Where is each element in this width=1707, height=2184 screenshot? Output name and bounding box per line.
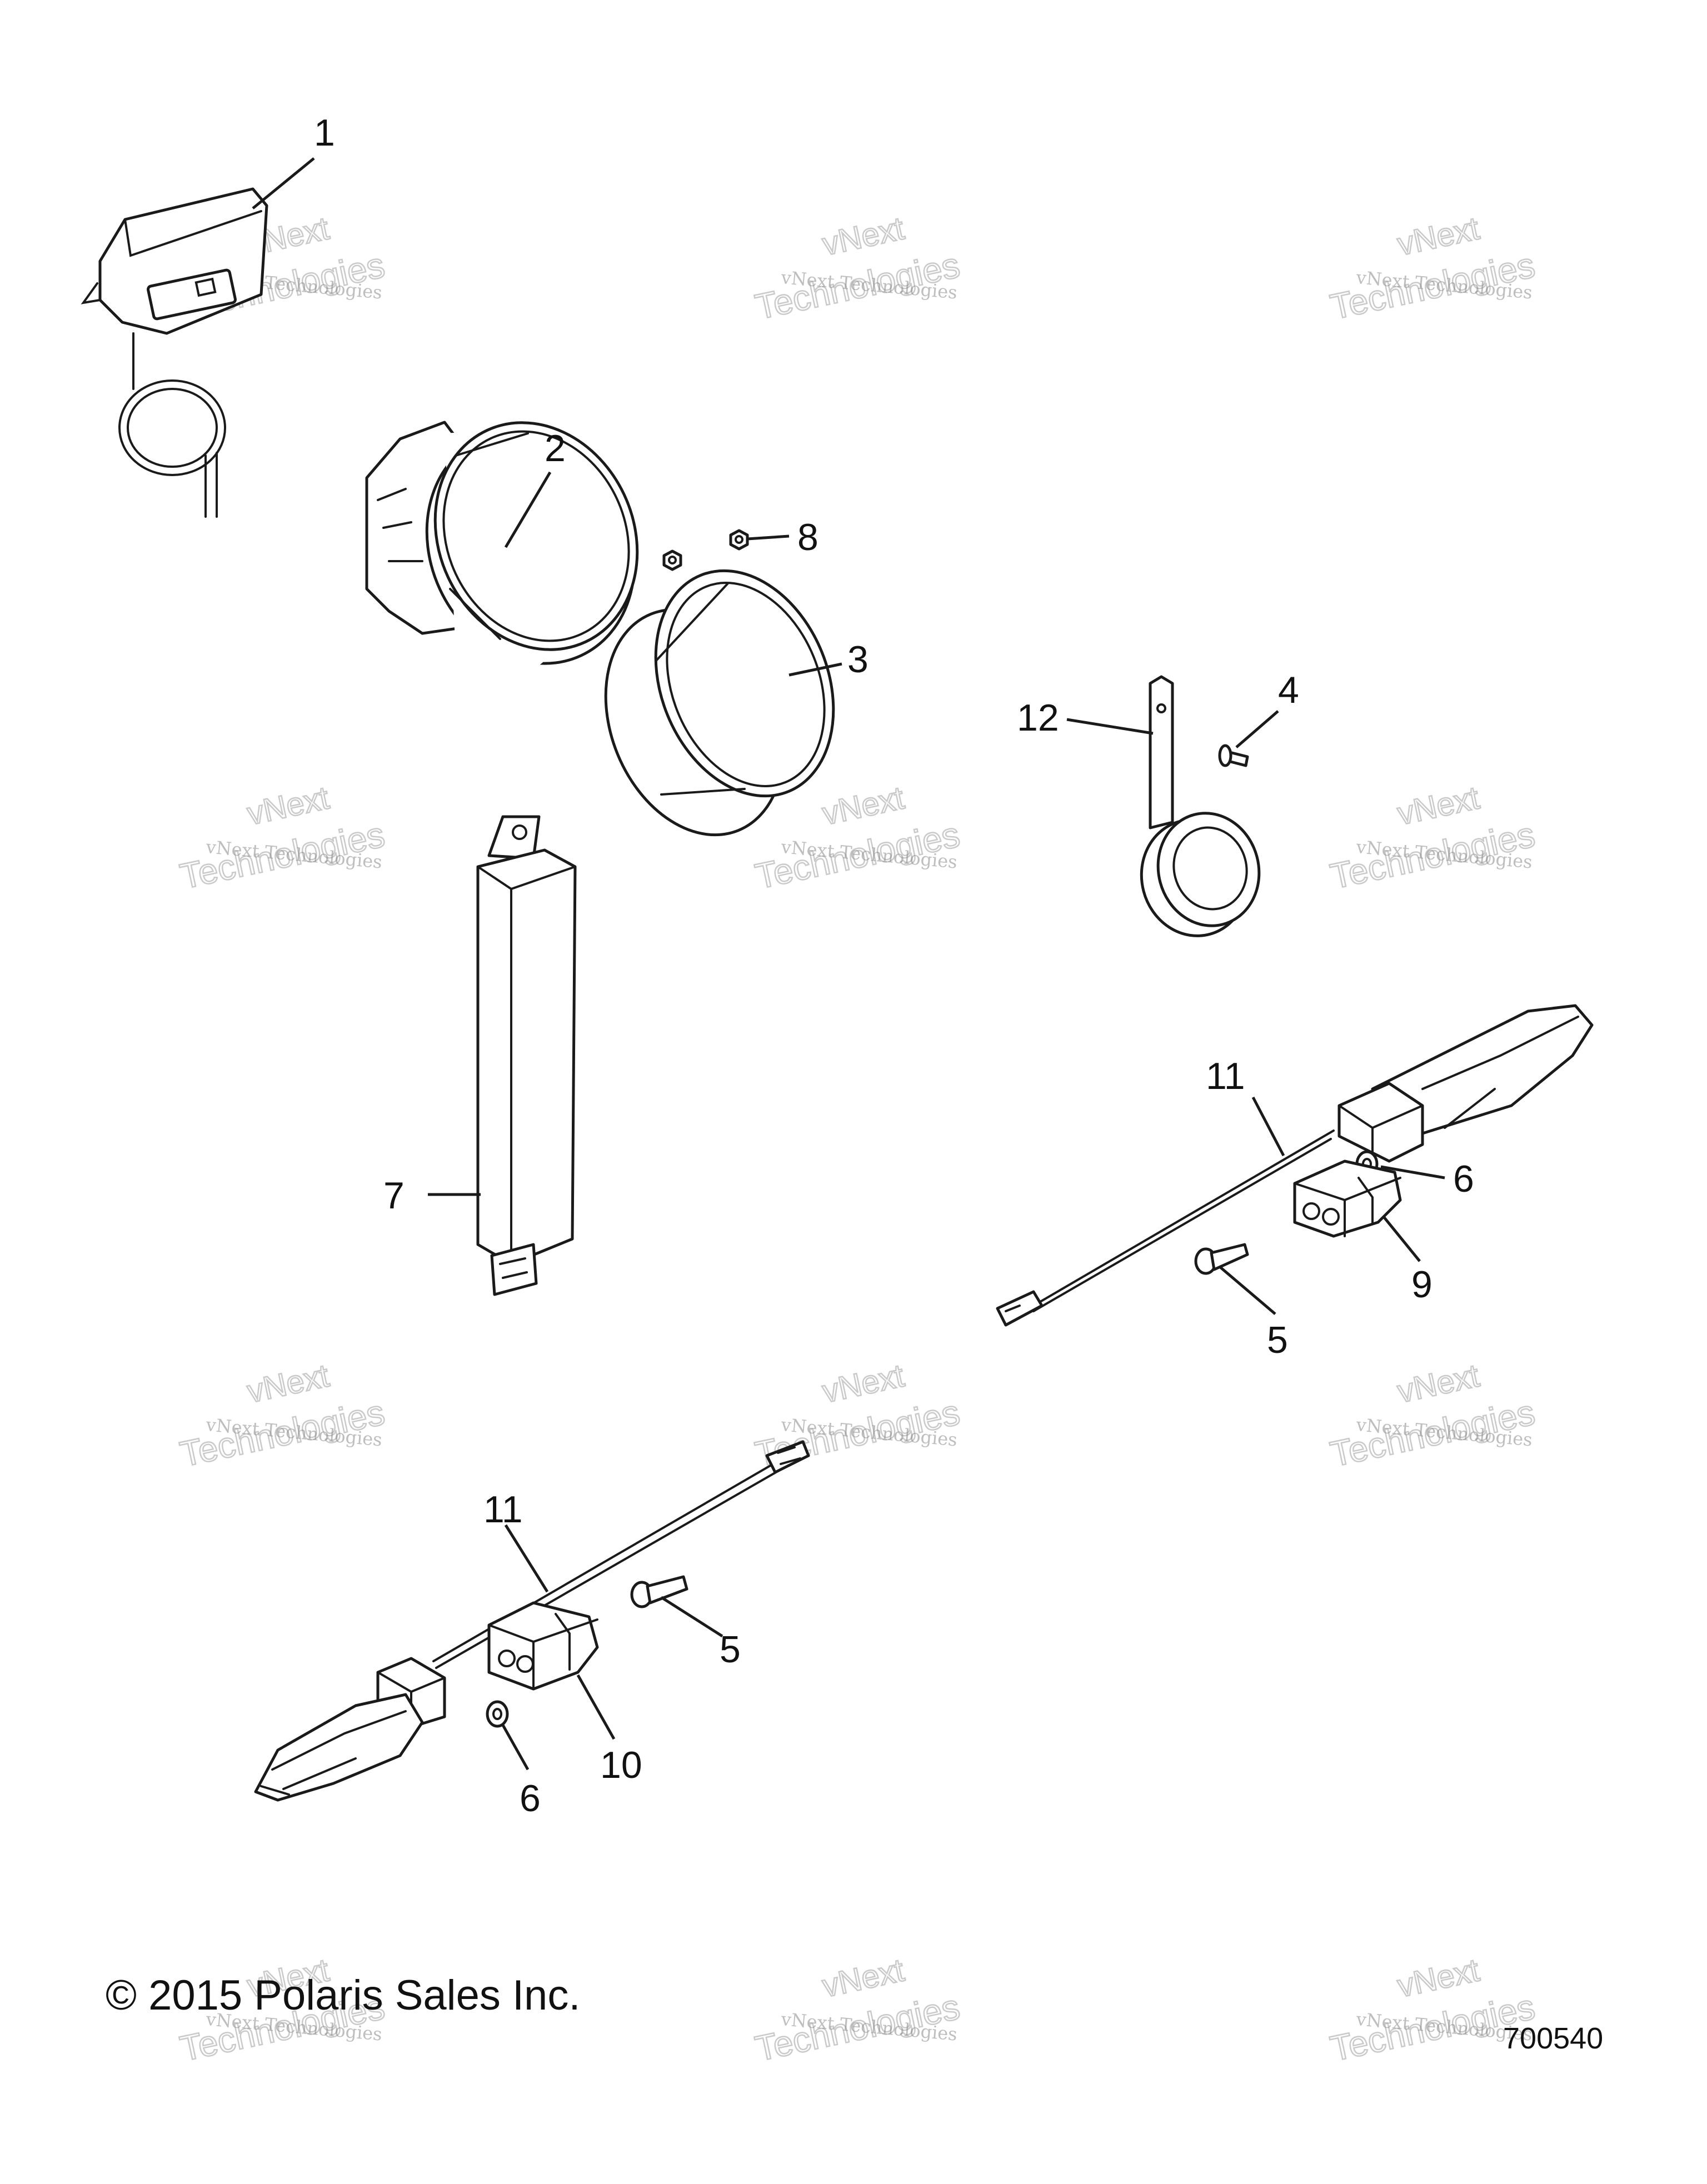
svg-text:vNext: vNext [1394, 779, 1483, 832]
leader-lines [252, 157, 1445, 1771]
callout-7: 7 [383, 1175, 405, 1217]
copyright-notice: © 2015 Polaris Sales Inc. [106, 1972, 581, 2019]
part-11-turn-signal-lower [254, 1440, 810, 1802]
part-5-bolt-upper [1194, 1243, 1249, 1275]
leader-9 [1382, 1216, 1421, 1262]
part-10-bracket [487, 1601, 599, 1691]
callout-3: 3 [847, 638, 869, 681]
callout-12: 12 [1017, 697, 1059, 739]
leader-11-lower [504, 1524, 549, 1593]
svg-text:vNext: vNext [819, 779, 907, 832]
callouts: 1 2 8 3 4 12 7 11 6 9 5 11 5 10 6 [314, 112, 1474, 1820]
svg-text:vNext: vNext [244, 779, 332, 832]
leader-6-upper [1380, 1165, 1445, 1180]
svg-text:vNext: vNext [244, 1357, 332, 1410]
leader-4 [1235, 710, 1279, 748]
leader-1 [252, 157, 315, 209]
watermark: vNext Technologies vNext Technologies [751, 209, 964, 328]
part-11-turn-signal-upper [996, 1004, 1594, 1327]
part-12-horn [1140, 675, 1261, 937]
callout-6-lower: 6 [520, 1777, 541, 1820]
watermark: vNext Technologies vNext Technologies [1326, 209, 1539, 328]
svg-text:vNext: vNext [1394, 1952, 1483, 2004]
callout-1: 1 [314, 112, 335, 154]
leader-5-upper [1219, 1266, 1276, 1315]
svg-text:vNext: vNext [1394, 1357, 1483, 1410]
part-1-plate-light [81, 187, 268, 518]
callout-5-upper: 5 [1267, 1319, 1288, 1361]
watermark: vNext Technologies vNext Technologies [1326, 1357, 1539, 1475]
watermark: vNext Technologies vNext Technologies [1326, 779, 1539, 897]
leader-12 [1066, 718, 1154, 735]
leader-11-upper [1251, 1096, 1285, 1157]
callout-10: 10 [600, 1744, 642, 1786]
callout-11-upper: 11 [1206, 1055, 1245, 1097]
part-5-bolt-lower [630, 1575, 688, 1608]
part-9-bracket [1293, 1160, 1402, 1238]
leader-5-lower [660, 1596, 723, 1638]
watermark: vNext Technologies vNext Technologies [751, 1951, 964, 2070]
callout-5-lower: 5 [720, 1628, 741, 1671]
callout-2: 2 [545, 427, 566, 469]
watermark: vNext Technologies vNext Technologies [176, 1357, 389, 1475]
svg-text:vNext: vNext [819, 1357, 907, 1410]
part-3-trim-ring [604, 569, 835, 837]
part-6-washer-lower [486, 1700, 509, 1728]
callout-4: 4 [1278, 669, 1299, 711]
svg-text:vNext: vNext [819, 210, 907, 262]
svg-text:vNext: vNext [819, 1952, 907, 2004]
part-8-nuts [662, 529, 749, 571]
part-7-relay [476, 815, 577, 1296]
callout-6-upper: 6 [1453, 1158, 1474, 1200]
leader-2 [504, 471, 552, 548]
leader-8 [747, 534, 790, 541]
callout-9: 9 [1411, 1263, 1433, 1306]
callout-11-lower: 11 [483, 1488, 523, 1531]
figure-id: 700540 [1503, 2022, 1604, 2055]
leader-3 [788, 662, 842, 677]
watermark: vNext Technologies vNext Technologies [751, 779, 964, 897]
leader-10 [576, 1674, 616, 1740]
watermark: vNext Technologies vNext Technologies [176, 779, 389, 897]
callout-8: 8 [797, 516, 818, 558]
svg-text:vNext: vNext [1394, 210, 1483, 262]
part-2-headlamp [365, 421, 639, 672]
part-4-screw [1218, 744, 1249, 767]
leader-6-lower [501, 1724, 530, 1771]
